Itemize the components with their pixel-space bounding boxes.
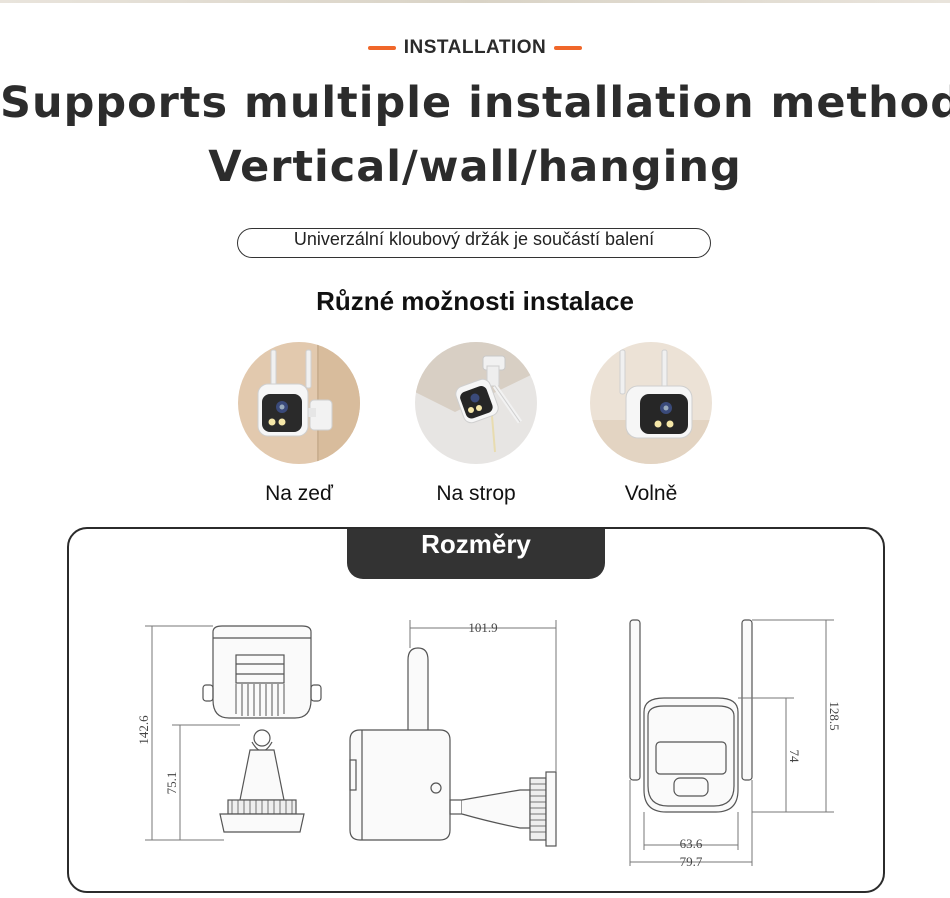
option-label-freestanding: Volně (624, 482, 678, 505)
right-accent-dash (554, 45, 583, 50)
dimensions-title-tab: Rozměry (347, 529, 605, 579)
option-label-wall: Na zeď (265, 482, 333, 505)
dim-label-rear-body-width: 63.6 (680, 836, 703, 851)
dim-label-rear-total-width: 79.7 (680, 854, 703, 869)
dim-label-side-depth: 101.9 (468, 620, 497, 635)
rear-view-drawing (629, 619, 753, 813)
front-view-drawing (202, 625, 322, 833)
option-label-ceiling: Na strop (436, 482, 516, 505)
kicker-text: INSTALLATION (403, 37, 547, 58)
top-border-line (0, 0, 950, 3)
left-accent-dash (367, 45, 396, 50)
option-freestanding: Volně (589, 342, 713, 506)
wall-mount-photo (238, 342, 360, 464)
dim-label-rear-total-height: 128.5 (827, 701, 842, 730)
option-ceiling: Na strop (414, 342, 538, 506)
installation-options-title: Různé možnosti instalace (316, 286, 634, 316)
dim-label-front-height: 142.6 (136, 715, 151, 745)
bracket-included-note: Univerzální kloubový držák je součástí b… (237, 228, 711, 258)
dim-label-rear-body-height: 74 (787, 750, 802, 764)
option-wall: Na zeď (237, 342, 361, 506)
dim-label-front-base-height: 75.1 (164, 772, 179, 795)
section-kicker: INSTALLATION (0, 37, 950, 59)
headline-line-1: Supports multiple installation methods (0, 78, 950, 128)
headline-line-2: Vertical/wall/hanging (208, 142, 742, 192)
ceiling-mount-photo (415, 342, 537, 464)
side-view-drawing (349, 647, 557, 847)
